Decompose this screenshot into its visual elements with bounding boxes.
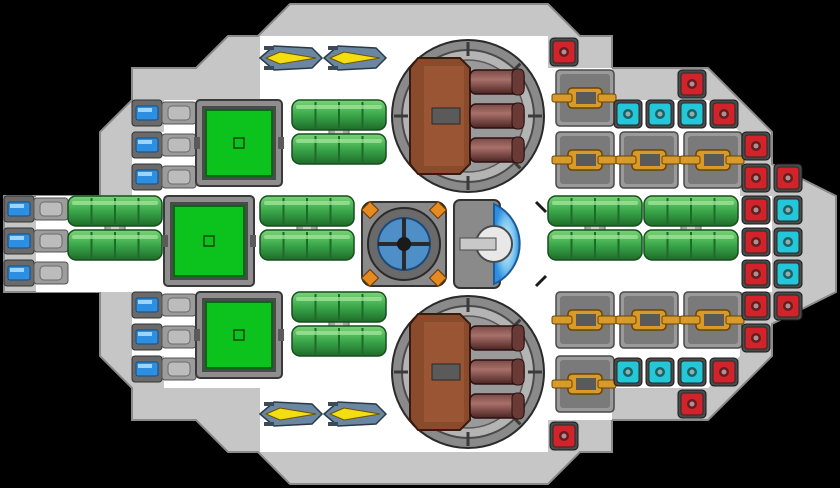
fuel-tank[interactable] (291, 99, 387, 131)
gun-turret[interactable] (615, 291, 681, 349)
fighter-craft[interactable] (322, 45, 388, 71)
armor-block[interactable] (677, 69, 707, 99)
armor-block[interactable] (741, 323, 771, 353)
fuel-tank[interactable] (643, 195, 739, 227)
turret-cannon[interactable] (391, 39, 545, 193)
gun-turret[interactable] (551, 291, 617, 349)
armor-block[interactable] (549, 37, 579, 67)
battery-cell[interactable] (773, 227, 803, 257)
reactor-core[interactable] (360, 200, 448, 288)
thruster[interactable] (131, 355, 197, 383)
shield-generator[interactable] (453, 199, 548, 289)
armor-block[interactable] (741, 195, 771, 225)
fighter-craft[interactable] (258, 401, 324, 427)
fuel-tank[interactable] (291, 325, 387, 357)
fuel-tank[interactable] (547, 195, 643, 227)
armor-block[interactable] (677, 389, 707, 419)
thruster[interactable] (131, 131, 197, 159)
fuel-tank[interactable] (643, 229, 739, 261)
armor-block[interactable] (741, 163, 771, 193)
hangar-bay[interactable] (162, 195, 256, 287)
fuel-tank[interactable] (547, 229, 643, 261)
battery-cell[interactable] (613, 357, 643, 387)
thruster[interactable] (131, 163, 197, 191)
armor-block[interactable] (741, 227, 771, 257)
armor-block[interactable] (773, 163, 803, 193)
thruster[interactable] (131, 291, 197, 319)
hangar-bay[interactable] (194, 99, 284, 187)
fuel-tank[interactable] (67, 195, 163, 227)
fuel-tank[interactable] (291, 291, 387, 323)
fighter-craft[interactable] (322, 401, 388, 427)
armor-block[interactable] (741, 259, 771, 289)
armor-block[interactable] (709, 99, 739, 129)
fuel-tank[interactable] (67, 229, 163, 261)
gun-turret[interactable] (551, 69, 617, 127)
turret-cannon[interactable] (391, 295, 545, 449)
battery-cell[interactable] (773, 195, 803, 225)
fuel-tank[interactable] (259, 195, 355, 227)
thruster[interactable] (3, 227, 69, 255)
armor-block[interactable] (741, 131, 771, 161)
armor-block[interactable] (773, 291, 803, 321)
battery-cell[interactable] (677, 357, 707, 387)
battery-cell[interactable] (677, 99, 707, 129)
thruster[interactable] (131, 99, 197, 127)
gun-turret[interactable] (679, 131, 745, 189)
battery-cell[interactable] (645, 99, 675, 129)
gun-turret[interactable] (551, 355, 617, 413)
gun-turret[interactable] (679, 291, 745, 349)
thruster[interactable] (3, 259, 69, 287)
fuel-tank[interactable] (259, 229, 355, 261)
armor-block[interactable] (709, 357, 739, 387)
battery-cell[interactable] (613, 99, 643, 129)
fuel-tank[interactable] (291, 133, 387, 165)
armor-block[interactable] (741, 291, 771, 321)
gun-turret[interactable] (551, 131, 617, 189)
gun-turret[interactable] (615, 131, 681, 189)
armor-block[interactable] (549, 421, 579, 451)
thruster[interactable] (3, 195, 69, 223)
fighter-craft[interactable] (258, 45, 324, 71)
hangar-bay[interactable] (194, 291, 284, 379)
thruster[interactable] (131, 323, 197, 351)
battery-cell[interactable] (773, 259, 803, 289)
battery-cell[interactable] (645, 357, 675, 387)
